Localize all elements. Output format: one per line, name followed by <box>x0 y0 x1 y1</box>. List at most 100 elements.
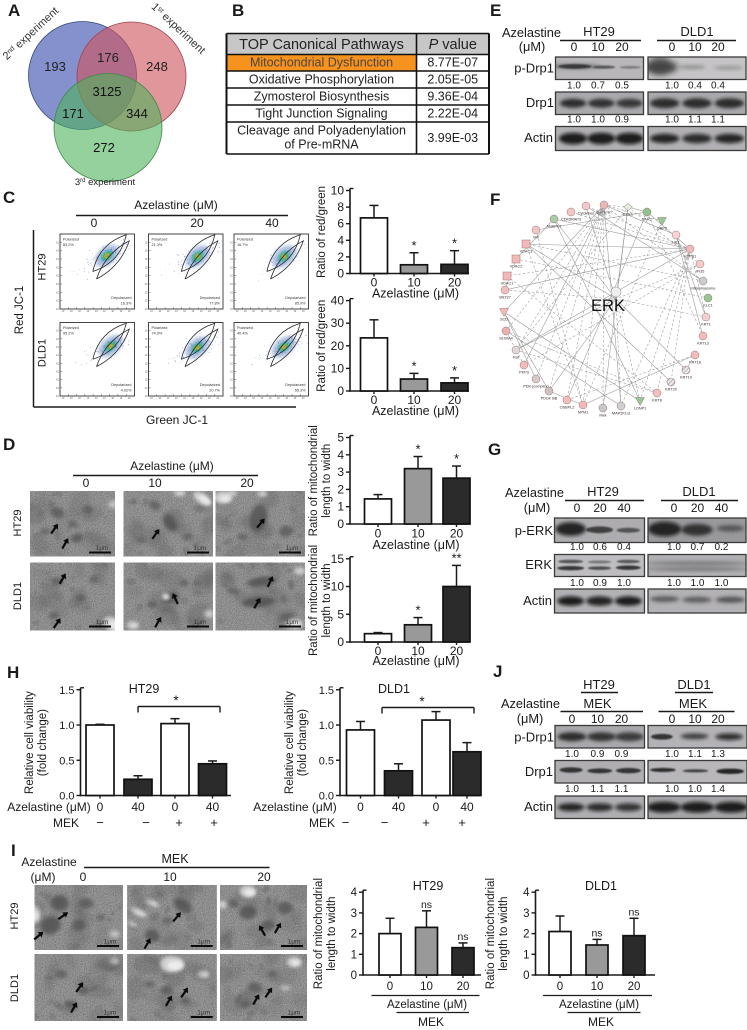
svg-text:−: − <box>96 815 104 830</box>
svg-text:0.4: 0.4 <box>711 81 725 92</box>
svg-text:10: 10 <box>145 300 148 303</box>
svg-text:10: 10 <box>591 40 605 54</box>
svg-text:10: 10 <box>145 338 148 341</box>
svg-text:Depolarized: Depolarized <box>285 296 305 300</box>
svg-text:ns: ns <box>628 906 639 918</box>
svg-text:A: A <box>8 1 20 20</box>
svg-text:(μM): (μM) <box>524 500 551 515</box>
svg-text:*: * <box>419 694 425 709</box>
svg-text:VDAC1: VDAC1 <box>501 282 514 286</box>
svg-text:10: 10 <box>158 310 161 313</box>
svg-text:3: 3 <box>351 908 357 920</box>
svg-text:Azelastine (μM): Azelastine (μM) <box>253 800 337 814</box>
svg-text:10: 10 <box>331 184 345 198</box>
svg-text:*: * <box>411 358 416 373</box>
svg-text:+: + <box>422 815 430 830</box>
svg-text:SCD: SCD <box>500 318 508 322</box>
svg-text:0: 0 <box>337 267 344 281</box>
svg-text:5: 5 <box>337 607 344 621</box>
svg-text:0.7: 0.7 <box>591 81 605 92</box>
svg-text:0.4: 0.4 <box>688 81 702 92</box>
svg-text:10: 10 <box>56 354 59 357</box>
svg-text:Azelastine (μM): Azelastine (μM) <box>559 999 639 1011</box>
svg-text:DLD1: DLD1 <box>585 879 617 893</box>
svg-text:10: 10 <box>56 241 59 244</box>
svg-text:*: * <box>452 236 457 251</box>
svg-text:1.0: 1.0 <box>565 749 579 760</box>
svg-text:Azelastine (μM): Azelastine (μM) <box>130 459 214 473</box>
svg-text:0: 0 <box>351 970 357 982</box>
svg-text:10: 10 <box>145 258 148 261</box>
svg-text:1.0: 1.0 <box>665 81 679 92</box>
svg-text:10: 10 <box>145 395 148 398</box>
svg-text:10: 10 <box>56 291 59 294</box>
svg-text:10: 10 <box>62 397 65 400</box>
svg-text:10: 10 <box>285 310 288 313</box>
svg-text:Actin: Actin <box>523 593 552 608</box>
svg-text:HT29: HT29 <box>9 903 21 930</box>
svg-text:1μm: 1μm <box>197 939 210 946</box>
svg-text:VDAC3: VDAC3 <box>520 250 533 254</box>
svg-text:0: 0 <box>669 712 676 726</box>
svg-text:1.0: 1.0 <box>667 578 681 589</box>
svg-text:0.9: 0.9 <box>615 115 629 126</box>
svg-text:10: 10 <box>120 310 123 313</box>
svg-text:Ratio of mitochondrial: Ratio of mitochondrial <box>308 425 320 536</box>
svg-text:−: − <box>342 815 350 830</box>
svg-text:1μm: 1μm <box>286 619 299 626</box>
svg-text:10: 10 <box>269 310 272 313</box>
svg-text:Azelastine: Azelastine <box>21 855 77 869</box>
svg-text:10: 10 <box>244 310 247 313</box>
svg-text:10: 10 <box>70 397 73 400</box>
svg-text:6: 6 <box>337 217 344 231</box>
svg-text:10: 10 <box>407 276 421 290</box>
svg-text:10: 10 <box>56 371 59 374</box>
svg-text:Polarized: Polarized <box>152 326 168 330</box>
svg-text:10: 10 <box>230 379 233 382</box>
svg-text:10: 10 <box>688 712 702 726</box>
svg-text:10: 10 <box>302 397 305 400</box>
svg-text:10: 10 <box>56 308 59 311</box>
svg-text:1.0: 1.0 <box>667 542 681 553</box>
svg-text:length to width: length to width <box>321 444 333 518</box>
svg-text:1μm: 1μm <box>194 545 207 552</box>
svg-text:Mek: Mek <box>599 414 606 418</box>
svg-text:10: 10 <box>145 283 148 286</box>
svg-text:1.0: 1.0 <box>665 115 679 126</box>
svg-text:Azelastine (μM): Azelastine (μM) <box>372 538 459 552</box>
svg-text:+: + <box>175 815 183 830</box>
svg-text:10: 10 <box>331 361 345 375</box>
svg-text:0: 0 <box>371 393 378 407</box>
svg-text:20: 20 <box>331 339 345 353</box>
svg-text:Azelastine (μM): Azelastine (μM) <box>372 654 459 668</box>
svg-text:20: 20 <box>628 981 641 993</box>
svg-text:KRT19: KRT19 <box>680 376 692 380</box>
svg-text:10: 10 <box>183 310 186 313</box>
svg-text:MEK: MEK <box>583 696 612 711</box>
svg-text:10: 10 <box>56 300 59 303</box>
svg-text:10: 10 <box>294 310 297 313</box>
svg-text:10: 10 <box>145 266 148 269</box>
svg-text:0: 0 <box>97 800 104 814</box>
svg-text:0: 0 <box>172 800 179 814</box>
svg-text:176: 176 <box>97 50 119 65</box>
svg-text:40: 40 <box>131 800 145 814</box>
svg-text:*: * <box>173 693 179 708</box>
svg-text:8.77E-07: 8.77E-07 <box>427 56 478 70</box>
svg-text:DLD1: DLD1 <box>677 677 710 692</box>
svg-text:ANAPC7: ANAPC7 <box>546 225 561 229</box>
svg-text:10: 10 <box>56 338 59 341</box>
svg-text:MEK: MEK <box>309 816 335 830</box>
svg-text:(fold change): (fold change) <box>37 709 49 776</box>
svg-text:0: 0 <box>357 800 364 814</box>
svg-text:1.0: 1.0 <box>665 784 679 795</box>
svg-text:1μm: 1μm <box>194 619 207 626</box>
svg-text:(μM): (μM) <box>31 870 56 884</box>
svg-text:Ratio of mitochondrial: Ratio of mitochondrial <box>308 545 320 656</box>
svg-text:40: 40 <box>617 501 631 515</box>
svg-text:+: + <box>458 815 466 830</box>
svg-text:77.8%: 77.8% <box>209 302 220 306</box>
svg-text:Raf: Raf <box>513 356 520 360</box>
svg-text:Cytokines: Cytokines <box>578 212 595 216</box>
svg-text:0.7: 0.7 <box>691 542 705 553</box>
